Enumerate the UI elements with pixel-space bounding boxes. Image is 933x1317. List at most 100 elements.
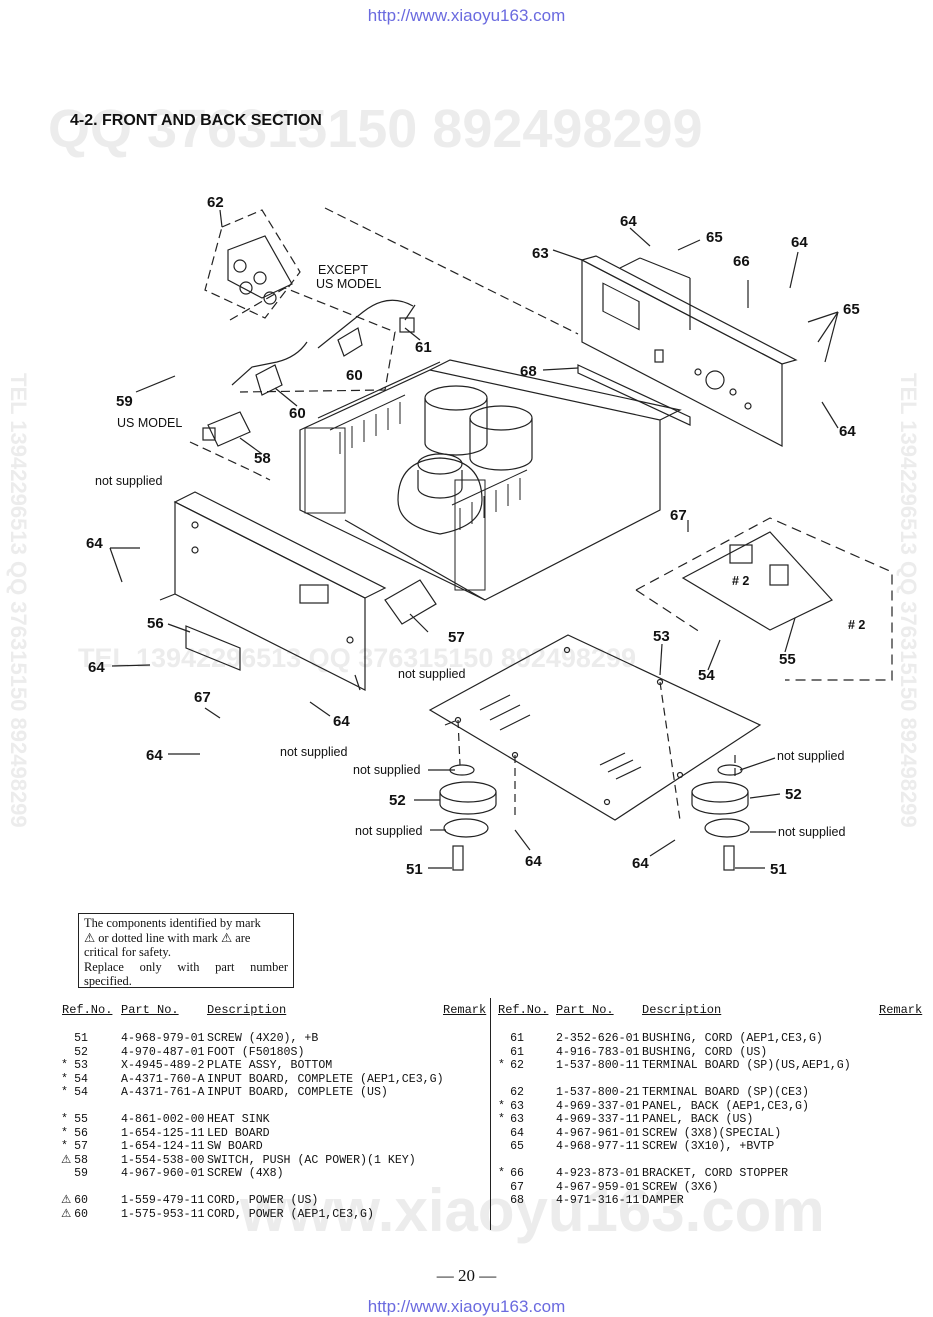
label-not-supplied-foot-bottom-right: not supplied [778,825,845,839]
header-remark: Remark [443,1003,487,1017]
safety-notice-line: critical for safety. [84,945,171,960]
label-us-model: US MODEL [117,416,182,430]
parts-cell-part: 1-537-800-21 [556,1086,640,1099]
parts-cell-ref: 57 [74,1140,88,1153]
table-column-divider [490,998,492,1230]
callout-56: 56 [147,615,164,632]
callout-54: 54 [698,667,715,684]
parts-cell-ref: 67 [510,1180,524,1194]
label-not-supplied-foot-top-right: not supplied [777,749,844,763]
callout-51-left: 51 [406,861,423,878]
parts-cell-desc: HEAT SINK [207,1113,270,1126]
parts-cell-desc: SCREW (4X8) [207,1167,284,1180]
parts-cell-part: A-4371-760-A [121,1072,205,1086]
parts-cell-ref: 58 [74,1153,88,1167]
parts-cell-part: 4-923-873-01 [556,1167,640,1180]
parts-cell-ref: 59 [74,1167,88,1180]
callout-61: 61 [415,339,432,356]
callout-64-front: 64 [86,535,103,552]
parts-cell-desc: PANEL, BACK (US) [642,1113,754,1126]
label-except: EXCEPT [318,263,368,277]
parts-cell-desc: BRACKET, CORD STOPPER [642,1167,789,1180]
parts-row [490,1154,933,1168]
header-description-right: Description [642,1003,722,1017]
parts-cell-mark: * [498,1167,505,1180]
label-hash-2-b: # 2 [848,618,865,632]
parts-cell-part: A-4371-761-A [121,1086,205,1099]
parts-cell-desc: TERMINAL BOARD (SP)(CE3) [642,1086,809,1099]
parts-cell-mark: ⚠ [61,1207,72,1221]
parts-cell-ref: 54 [74,1072,88,1086]
parts-cell-desc: CORD, POWER (US) [207,1194,319,1207]
parts-cell-mark: * [61,1113,68,1126]
parts-cell-part: 1-654-125-11 [121,1126,205,1140]
bottom-plate-drawing [428,634,762,821]
callout-64-top: 64 [620,213,637,230]
parts-cell-desc: SWITCH, PUSH (AC POWER)(1 KEY) [207,1153,416,1167]
parts-cell-ref: 54 [74,1086,88,1099]
parts-cell-mark: ⚠ [61,1153,72,1167]
parts-cell-part: 1-537-800-11 [556,1059,640,1072]
label-not-supplied-sw: not supplied [398,667,465,681]
parts-cell-desc: SCREW (3X8)(SPECIAL) [642,1126,782,1140]
parts-cell-desc: PLATE ASSY, BOTTOM [207,1059,333,1072]
callout-64-bracket: 64 [333,713,350,730]
label-not-supplied-front: not supplied [95,474,162,488]
parts-cell-part: 4-967-959-01 [556,1180,640,1194]
callout-55: 55 [779,651,796,668]
parts-cell-part: 1-654-124-11 [121,1140,205,1153]
callout-59: 59 [116,393,133,410]
parts-cell-ref: 65 [510,1140,524,1153]
header-ref-no: Ref.No. [62,1003,113,1017]
parts-cell-part: 4-916-783-01 [556,1045,640,1059]
callout-52-right: 52 [785,786,802,803]
parts-cell-desc: INPUT BOARD, COMPLETE (AEP1,CE3,G) [207,1072,444,1086]
header-ref-no-right: Ref.No. [498,1003,549,1017]
parts-cell-ref: 60 [74,1207,88,1221]
callout-68: 68 [520,363,537,380]
parts-cell-part: 4-969-337-01 [556,1099,640,1113]
header-remark-right: Remark [879,1003,923,1017]
parts-cell-part: 1-575-953-11 [121,1207,205,1221]
parts-cell-desc: BUSHING, CORD (AEP1,CE3,G) [642,1032,823,1045]
callout-62: 62 [207,194,224,211]
label-not-supplied-foot-top-left: not supplied [353,763,420,777]
parts-cell-desc: DAMPER [642,1194,684,1207]
parts-cell-ref: 68 [510,1194,524,1207]
parts-cell-desc: FOOT (F50180S) [207,1045,305,1059]
parts-cell-ref: 63 [510,1113,524,1126]
label-hash-2-a: # 2 [732,574,749,588]
parts-cell-mark: * [61,1126,68,1140]
label-not-supplied-foot-bottom-left: not supplied [355,824,422,838]
parts-cell-ref: 66 [510,1167,524,1180]
parts-cell-ref: 63 [510,1099,524,1113]
parts-cell-part: X-4945-489-2 [121,1059,205,1072]
parts-cell-part: 4-967-961-01 [556,1126,640,1140]
safety-notice-line: ⚠ or dotted line with mark ⚠ are [84,930,251,945]
header-description: Description [207,1003,287,1017]
callout-60-except: 60 [346,367,363,384]
parts-row [0,1100,490,1114]
footer-url-link[interactable]: http://www.xiaoyu163.com [367,1297,566,1316]
parts-cell-ref: 60 [74,1194,88,1207]
front-panel-drawing [159,491,387,691]
header-part-no: Part No. [121,1003,179,1017]
callout-64-right: 64 [791,234,808,251]
parts-cell-part: 4-971-316-11 [556,1194,640,1207]
parts-cell-mark: * [61,1086,68,1099]
parts-cell-part: 4-969-337-11 [556,1113,640,1126]
header-url-link[interactable]: http://www.xiaoyu163.com [367,6,566,25]
label-except-us-model: US MODEL [316,277,381,291]
section-title: 4-2. FRONT AND BACK SECTION [70,112,322,129]
